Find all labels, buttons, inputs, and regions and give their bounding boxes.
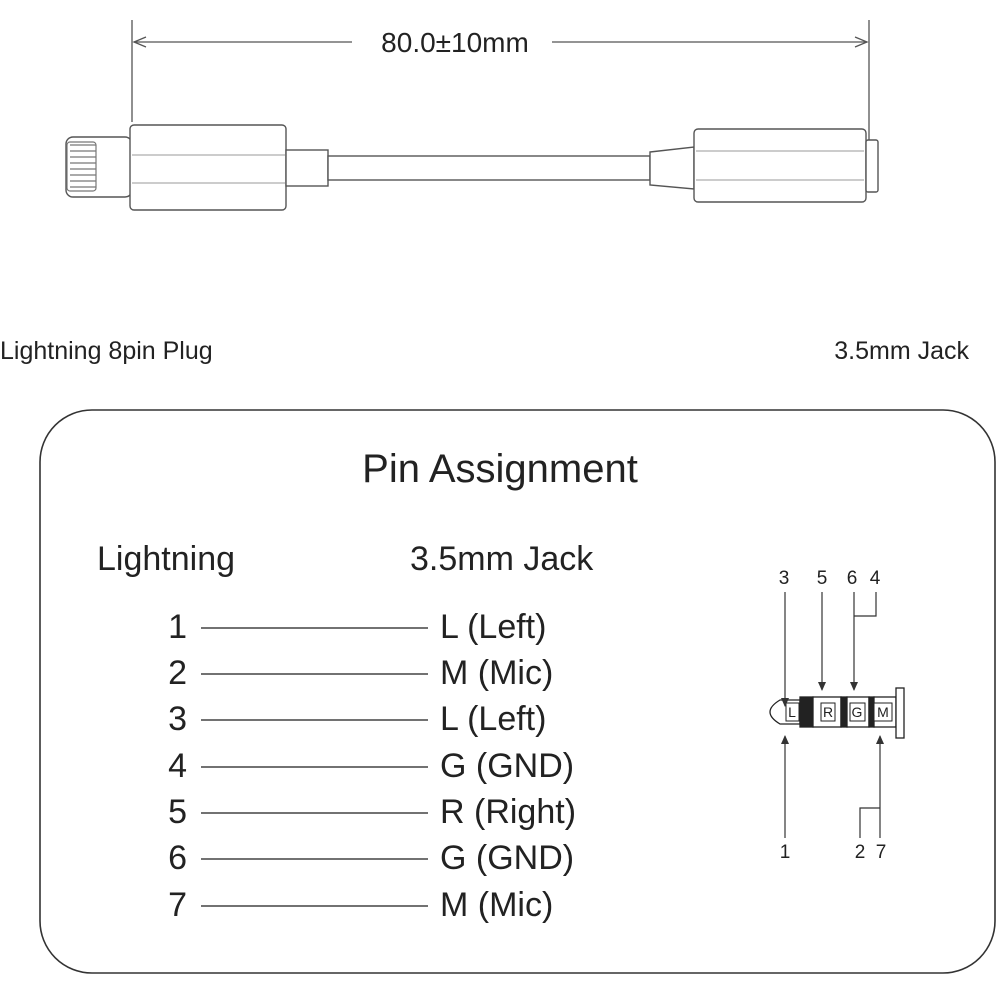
pin-number: 4 bbox=[168, 747, 187, 785]
plug-pin-number: 2 bbox=[855, 842, 866, 863]
signal-label: L (Left) bbox=[440, 608, 546, 646]
plug-pin-number: 6 bbox=[847, 568, 858, 589]
pin-row: 7 M (Mic) bbox=[168, 886, 553, 924]
jack-column-header: 3.5mm Jack bbox=[410, 540, 594, 578]
pin-number: 3 bbox=[168, 700, 187, 738]
signal-label: R (Right) bbox=[440, 793, 576, 831]
pin-row: 1 L (Left) bbox=[168, 608, 546, 646]
pin-row: 4 G (GND) bbox=[168, 747, 574, 785]
pin-number: 7 bbox=[168, 886, 187, 924]
pin-number: 5 bbox=[168, 793, 187, 831]
pin-number: 6 bbox=[168, 839, 187, 877]
pin-assignment-panel bbox=[39, 409, 996, 974]
pin-leader-lines bbox=[781, 592, 884, 838]
signal-label: M (Mic) bbox=[440, 886, 553, 924]
lightning-housing bbox=[129, 124, 287, 211]
strain-relief-left bbox=[285, 149, 329, 187]
plug-pin-number: 3 bbox=[779, 568, 790, 589]
plug-pin-number: 5 bbox=[817, 568, 828, 589]
cable-wire bbox=[327, 155, 651, 181]
pin-row: 2 M (Mic) bbox=[168, 654, 553, 692]
plug-pin-number: 1 bbox=[780, 842, 791, 863]
pin-number: 1 bbox=[168, 608, 187, 646]
plug-body bbox=[769, 687, 905, 739]
dimension-label: 80.0±10mm bbox=[381, 27, 529, 58]
panel-title: Pin Assignment bbox=[362, 447, 638, 491]
segment-label-r: R bbox=[823, 704, 833, 720]
plug-pin-number: 7 bbox=[876, 842, 887, 863]
signal-label: L (Left) bbox=[440, 700, 546, 738]
trrs-plug-diagram: L R G M 3 5 6 4 1 2 7 bbox=[769, 568, 905, 863]
jack-label: 3.5mm Jack bbox=[834, 337, 969, 365]
pin-row: 3 L (Left) bbox=[168, 700, 546, 738]
pin-number: 2 bbox=[168, 654, 187, 692]
segment-label-g: G bbox=[852, 704, 863, 720]
jack-housing bbox=[693, 128, 879, 203]
dimension-marker bbox=[131, 20, 870, 140]
plug-pin-number: 4 bbox=[870, 568, 881, 589]
pin-table: 1 L (Left) 2 M (Mic) 3 L (Left) 4 G (GND… bbox=[168, 608, 576, 924]
lightning-column-header: Lightning bbox=[97, 540, 235, 578]
signal-label: G (GND) bbox=[440, 747, 574, 785]
lightning-connector-tip bbox=[65, 136, 133, 198]
signal-label: G (GND) bbox=[440, 839, 574, 877]
lightning-plug-label: Lightning 8pin Plug bbox=[0, 337, 213, 365]
cable-illustration bbox=[65, 124, 879, 211]
signal-label: M (Mic) bbox=[440, 654, 553, 692]
segment-label-l: L bbox=[788, 704, 796, 720]
pin-row: 6 G (GND) bbox=[168, 839, 574, 877]
segment-label-m: M bbox=[877, 704, 889, 720]
pin-row: 5 R (Right) bbox=[168, 793, 576, 831]
strain-relief-right bbox=[649, 146, 695, 190]
